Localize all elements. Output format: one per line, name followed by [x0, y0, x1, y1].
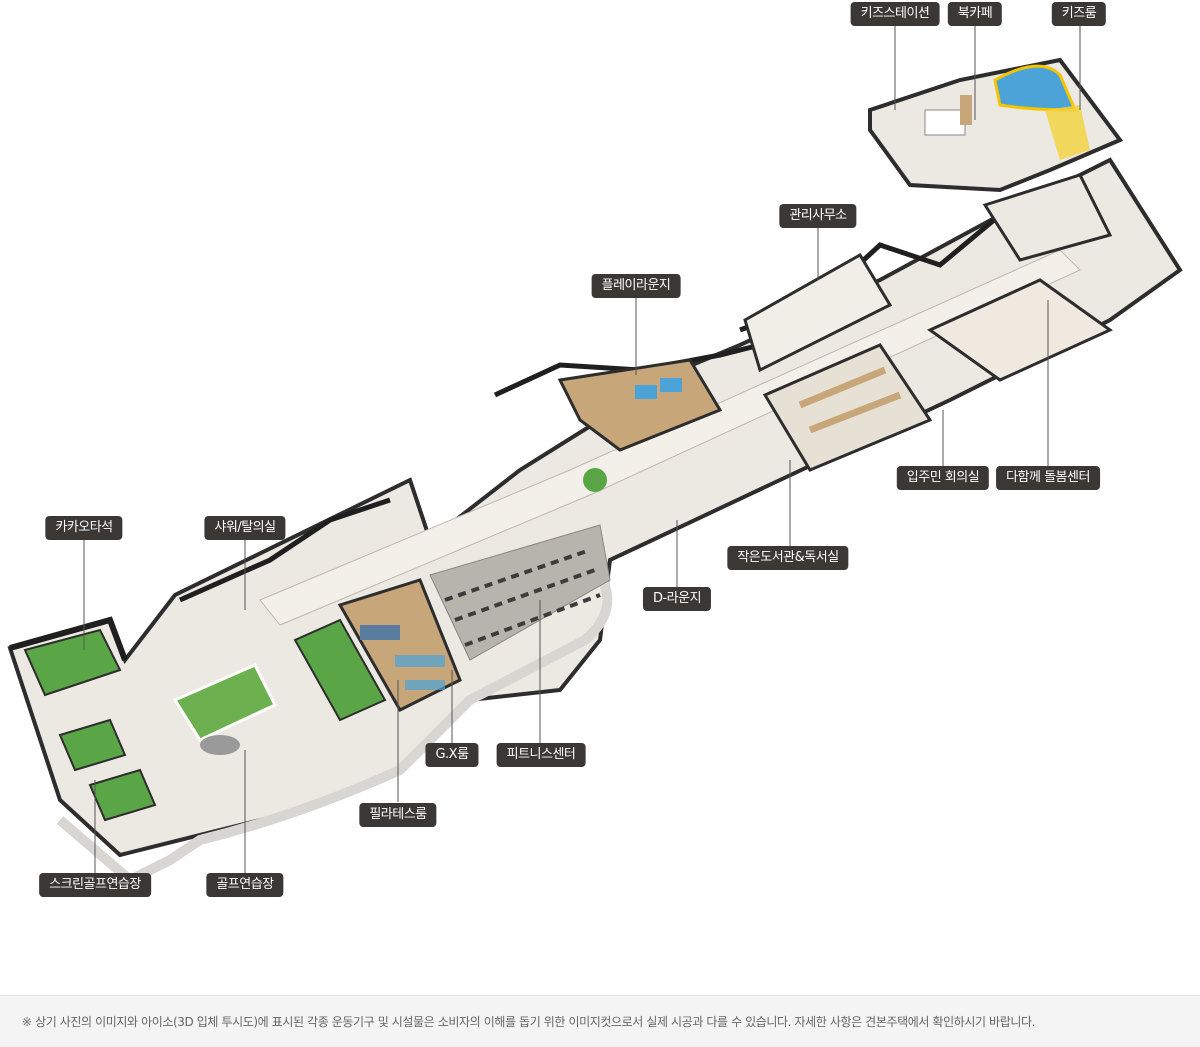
- pilates-gx-rooms: [337, 578, 462, 712]
- label-kakao-seats: 카카오타석: [45, 516, 123, 540]
- label-library: 작은도서관&독서실: [727, 546, 849, 570]
- disclaimer-footer: ※ 상기 사진의 이미지와 아이소(3D 입체 투시도)에 표시된 각종 운동기…: [0, 995, 1200, 1047]
- office-care-area: [743, 173, 1113, 382]
- leader-lines: [83, 24, 1081, 873]
- library-area: [762, 343, 933, 472]
- label-kids-room: 키즈룸: [1051, 2, 1107, 26]
- label-book-cafe: 북카페: [947, 2, 1003, 26]
- building-slab: [7, 157, 1183, 886]
- kids-zone: [868, 57, 1124, 193]
- play-lounge-area: [557, 358, 723, 492]
- isometric-floor-plan: [7, 24, 1183, 886]
- label-care-center: 다함께 돌봄센터: [996, 466, 1100, 490]
- label-management-office: 관리사무소: [779, 204, 857, 228]
- label-fitness-center: 피트니스센터: [496, 743, 586, 767]
- label-gx-room: G.X룸: [425, 743, 479, 767]
- label-kids-station: 키즈스테이션: [850, 2, 940, 26]
- label-shower-room: 샤워/탈의실: [204, 516, 286, 540]
- label-pilates-room: 필라테스룸: [359, 803, 437, 827]
- disclaimer-text: ※ 상기 사진의 이미지와 아이소(3D 입체 투시도)에 표시된 각종 운동기…: [22, 1015, 1036, 1029]
- golf-practice-area: [172, 618, 387, 755]
- screen-golf-rooms: [23, 628, 157, 822]
- label-play-lounge: 플레이라운지: [591, 274, 681, 298]
- label-screen-golf: 스크린골프연습장: [39, 873, 151, 897]
- label-resident-meeting: 입주민 회의실: [896, 466, 990, 490]
- label-d-lounge: D-라운지: [642, 587, 712, 611]
- label-golf-practice: 골프연습장: [206, 873, 284, 897]
- fitness-area: [429, 524, 611, 661]
